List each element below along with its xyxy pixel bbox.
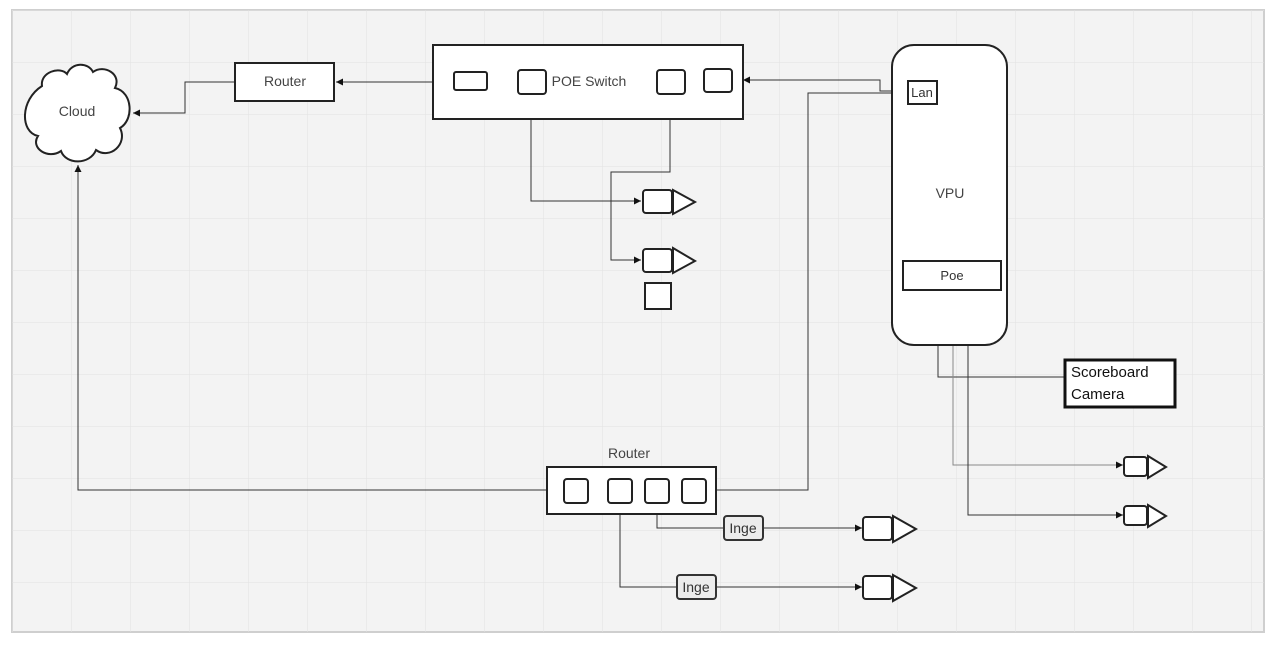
router-bottom-port[interactable] [681, 478, 707, 504]
connector-poe-to-camera-right-1[interactable] [952, 292, 1123, 469]
camera-lens [672, 188, 698, 216]
router-bottom-port[interactable] [607, 478, 633, 504]
inge-label: Inge [729, 520, 756, 536]
camera-lens [892, 514, 919, 544]
inge-label: Inge [682, 579, 709, 595]
camera-inge-2[interactable] [862, 573, 919, 603]
camera-body [1123, 505, 1148, 526]
empty-square[interactable] [644, 282, 672, 310]
camera-body [642, 189, 673, 214]
poe-switch-port[interactable] [703, 68, 733, 93]
inge-tag-1[interactable]: Inge [723, 515, 764, 541]
camera-switch-2[interactable] [642, 246, 698, 275]
inge-tag-2[interactable]: Inge [676, 574, 717, 600]
inge-tag-box [723, 515, 764, 541]
lan-port[interactable] [907, 80, 938, 105]
connector-lan-to-router-bottom[interactable] [710, 92, 908, 494]
router-bottom-node[interactable]: Router [546, 445, 717, 515]
cloud-node[interactable]: Cloud [24, 63, 131, 163]
connector-router-to-inge-camera-2[interactable] [619, 504, 862, 591]
scoreboard-camera-line2: Camera [1071, 386, 1125, 403]
inge-tag-box [676, 574, 717, 600]
router-bottom-port[interactable] [563, 478, 589, 504]
router-top-box [234, 62, 335, 102]
cloud-label: Cloud [59, 103, 96, 119]
router-bottom-port[interactable] [644, 478, 670, 504]
camera-body [642, 248, 673, 273]
router-top-label: Router [264, 73, 306, 89]
camera-right-1[interactable] [1123, 454, 1168, 480]
poe-port[interactable] [902, 260, 1002, 291]
connector-switch-to-camera-2[interactable] [610, 95, 671, 264]
poe-switch-port[interactable] [656, 69, 686, 95]
poe-label: Poe [940, 268, 963, 283]
camera-lens [672, 246, 698, 275]
camera-body [862, 575, 893, 600]
camera-lens [892, 573, 919, 603]
router-bottom-label: Router [608, 445, 650, 461]
vpu-node[interactable]: VPU Lan Poe [891, 44, 1008, 346]
connector-poe-to-camera-right-2[interactable] [967, 292, 1123, 519]
connector-router-to-cloud[interactable] [133, 81, 235, 117]
poe-switch-node[interactable]: POE Switch [432, 44, 744, 120]
cloud-shape [24, 63, 131, 163]
router-top-node[interactable]: Router [234, 62, 335, 102]
camera-body [862, 516, 893, 541]
vpu-label: VPU [936, 185, 965, 201]
camera-lens [1147, 454, 1168, 480]
scoreboard-camera-node[interactable]: Scoreboard Camera [1063, 358, 1177, 409]
poe-switch-port[interactable] [517, 69, 547, 95]
connector-switch-to-camera-1[interactable] [530, 95, 641, 205]
camera-body [1123, 456, 1148, 477]
poe-switch-port[interactable] [453, 71, 488, 91]
connector-router-bottom-to-cloud[interactable] [74, 165, 562, 491]
lan-label: Lan [911, 85, 933, 100]
poe-switch-label: POE Switch [552, 73, 627, 89]
camera-right-2[interactable] [1123, 503, 1168, 529]
camera-lens [1147, 503, 1168, 529]
camera-switch-1[interactable] [642, 188, 698, 216]
scoreboard-camera-box [1063, 358, 1177, 409]
scoreboard-camera-line1: Scoreboard [1071, 364, 1149, 381]
camera-inge-1[interactable] [862, 514, 919, 544]
